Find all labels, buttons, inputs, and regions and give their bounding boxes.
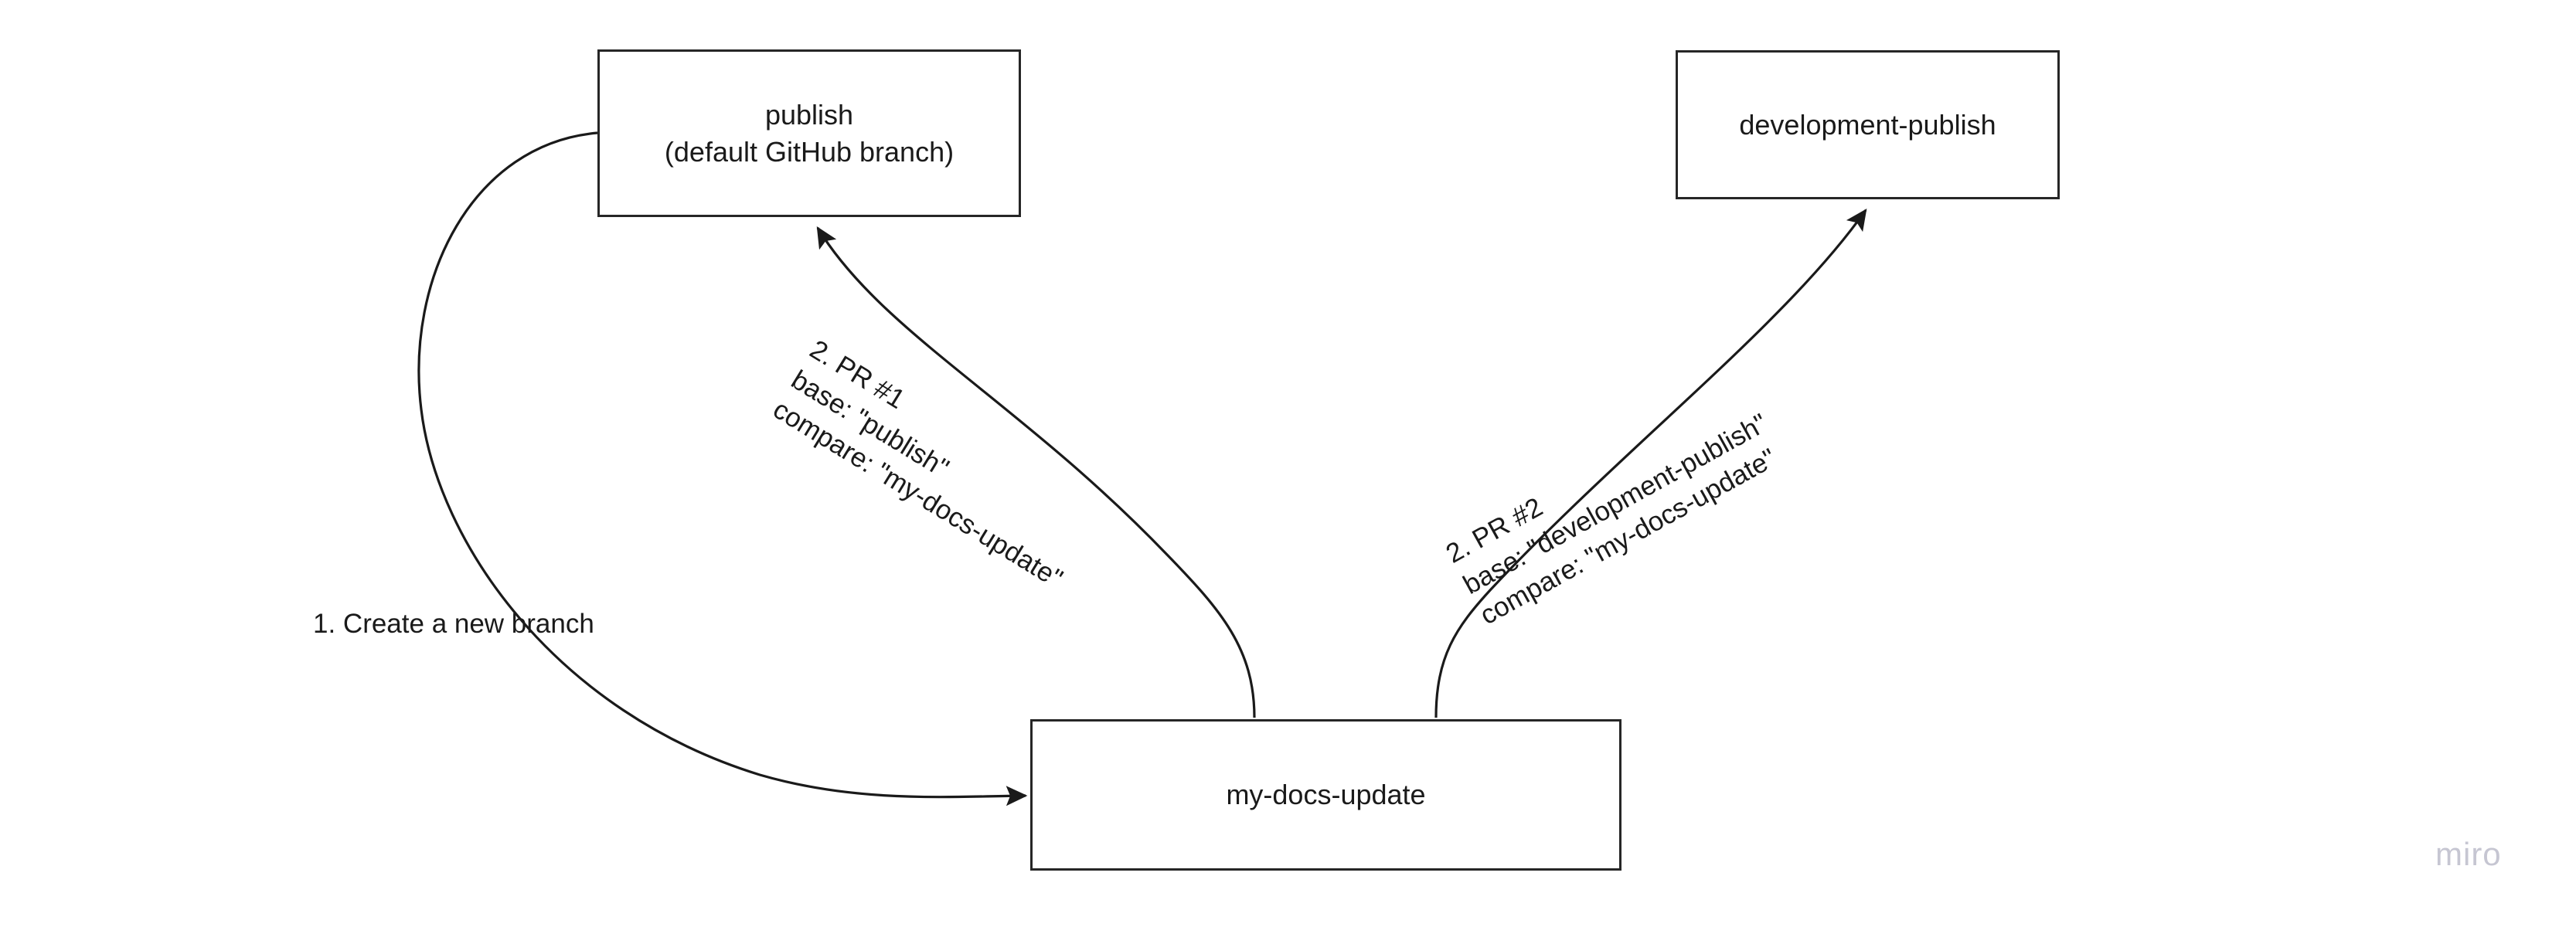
node-my-docs-update[interactable]: my-docs-update — [1030, 719, 1621, 871]
edge-pr2-path[interactable] — [1434, 209, 1867, 718]
node-development-publish[interactable]: development-publish — [1676, 50, 2060, 199]
node-publish[interactable]: publish (default GitHub branch) — [597, 49, 1021, 217]
edge-create-branch-path[interactable] — [417, 131, 1028, 806]
node-development-publish-label: development-publish — [1739, 108, 1996, 141]
node-my-docs-update-label: my-docs-update — [1226, 779, 1426, 811]
edge-pr1-path[interactable] — [816, 226, 1256, 718]
edge-label-create-branch[interactable]: 1. Create a new branch — [313, 609, 594, 639]
miro-watermark: miro — [2435, 836, 2502, 872]
node-publish-label: publish (default GitHub branch) — [664, 98, 955, 168]
